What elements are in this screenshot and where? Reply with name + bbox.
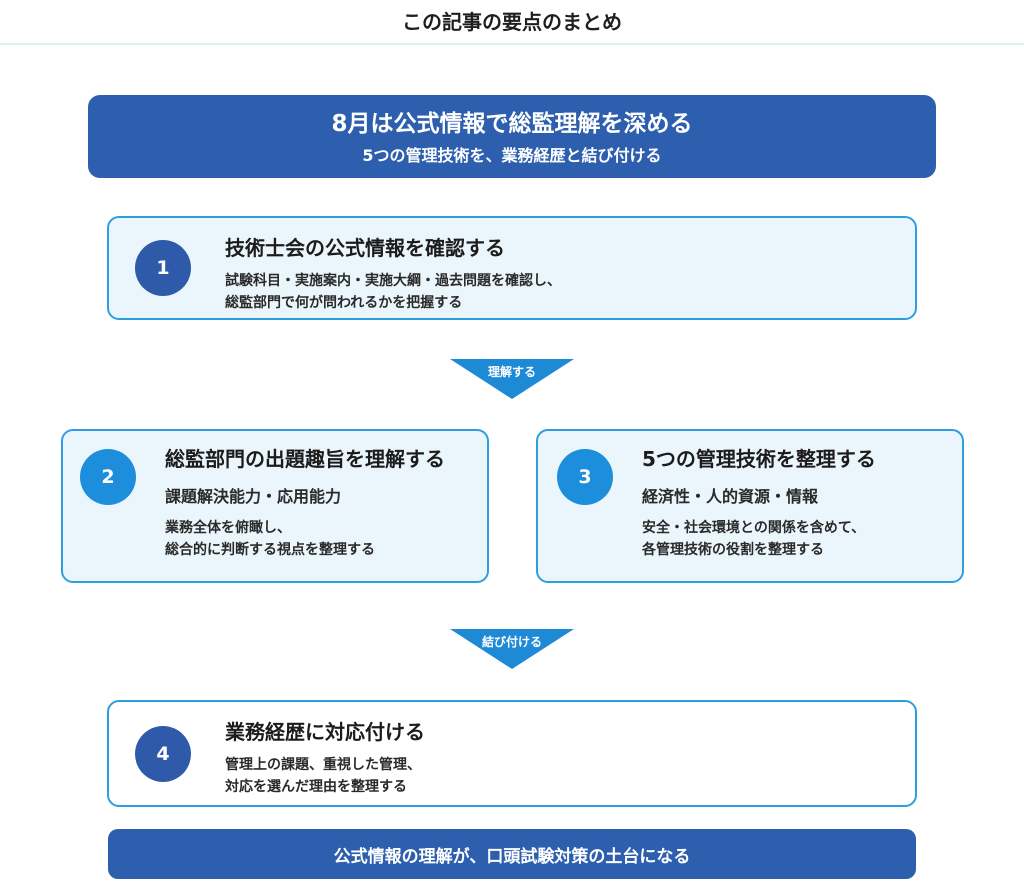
step-card-1: 1 技術士会の公式情報を確認する 試験科目・実施案内・実施大綱・過去問題を確認し…	[107, 216, 917, 320]
title-divider	[0, 43, 1024, 45]
step-title-4: 業務経歴に対応付ける	[225, 720, 425, 744]
step-text-3b: 各管理技術の役割を整理する	[642, 542, 824, 558]
banner-heading: 8月は公式情報で総監理解を深める	[331, 111, 693, 137]
step-text-1a: 試験科目・実施案内・実施大綱・過去問題を確認し、	[225, 273, 561, 289]
step-subtitle-3: 経済性・人的資源・情報	[642, 487, 819, 506]
banner-subheading: 5つの管理技術を、業務経歴と結び付ける	[362, 146, 662, 165]
step-text-2a: 業務全体を俯瞰し、	[165, 520, 291, 536]
step-number-1: 1	[135, 240, 191, 296]
step-title-3: 5つの管理技術を整理する	[642, 447, 876, 471]
step-text-2b: 総合的に判断する視点を整理する	[165, 542, 375, 558]
step-number-3: 3	[557, 449, 613, 505]
footer-banner: 公式情報の理解が、口頭試験対策の土台になる	[108, 829, 916, 879]
summary-banner: 8月は公式情報で総監理解を深める 5つの管理技術を、業務経歴と結び付ける	[88, 95, 936, 178]
step-subtitle-2: 課題解決能力・応用能力	[165, 487, 342, 506]
step-card-4: 4 業務経歴に対応付ける 管理上の課題、重視した管理、 対応を選んだ理由を整理す…	[107, 700, 917, 807]
step-text-4b: 対応を選んだ理由を整理する	[225, 779, 407, 795]
step-title-2: 総監部門の出題趣旨を理解する	[165, 447, 445, 471]
step-text-1b: 総監部門で何が問われるかを把握する	[225, 295, 463, 311]
step-title-1: 技術士会の公式情報を確認する	[225, 236, 505, 260]
step-text-3a: 安全・社会環境との関係を含めて、	[642, 520, 866, 536]
arrow-label-understand: 理解する	[487, 365, 536, 379]
arrow-down-icon	[450, 359, 574, 399]
arrow-down-icon	[450, 629, 574, 669]
page-title: この記事の要点のまとめ	[402, 10, 622, 34]
step-card-3: 3 5つの管理技術を整理する 経済性・人的資源・情報 安全・社会環境との関係を含…	[536, 429, 964, 583]
step-number-2: 2	[80, 449, 136, 505]
step-card-2: 2 総監部門の出題趣旨を理解する 課題解決能力・応用能力 業務全体を俯瞰し、 総…	[61, 429, 489, 583]
step-text-4a: 管理上の課題、重視した管理、	[225, 757, 421, 773]
arrow-label-connect: 結び付ける	[481, 635, 542, 649]
step-number-4: 4	[135, 726, 191, 782]
